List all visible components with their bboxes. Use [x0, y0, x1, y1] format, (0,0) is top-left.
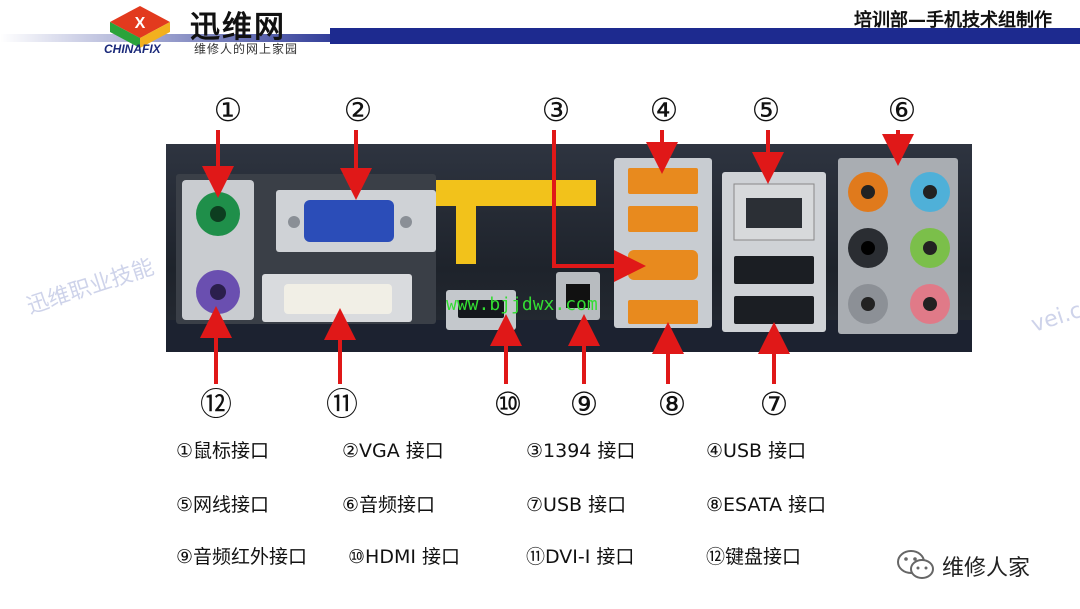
usb-port-top-1 [628, 168, 698, 194]
header: X CHINAFIX 迅维网 维修人的网上家园 培训部—手机技术组制作 [0, 0, 1080, 62]
legend-item-7: ⑦USB 接口 [526, 494, 627, 516]
dvi-port [284, 284, 392, 314]
callout-7: ⑦ [759, 385, 789, 423]
logo-title: 迅维网 [190, 10, 286, 45]
callout-1: ① [213, 91, 243, 129]
legend-item-2: ②VGA 接口 [342, 440, 444, 462]
usb-port-bottom-1 [734, 256, 814, 284]
arrow-3 [552, 130, 646, 282]
rear-io-panel-photo: www.bjjdwx.com [166, 144, 972, 352]
callout-9: ⑨ [569, 385, 599, 423]
legend-item-6: ⑥音频接口 [342, 494, 436, 516]
photo-url-watermark: www.bjjdwx.com [446, 294, 598, 315]
svg-text:X: X [135, 15, 146, 32]
callout-3: ③ [541, 91, 571, 129]
optical-port [566, 284, 590, 308]
callout-8: ⑧ [657, 385, 687, 423]
legend-item-8: ⑧ESATA 接口 [706, 494, 827, 516]
callout-11: ⑪ [325, 385, 358, 423]
callout-4: ④ [649, 91, 679, 129]
legend-item-9: ⑨音频红外接口 [176, 546, 308, 568]
callout-6: ⑥ [887, 91, 917, 129]
legend-item-12: ⑫键盘接口 [706, 546, 802, 568]
header-bar [0, 28, 1080, 46]
hdmi-port [458, 300, 504, 318]
usb-port-bottom-2 [734, 296, 814, 324]
callout-2: ② [343, 91, 373, 129]
page-title: 培训部—手机技术组制作 [854, 10, 1052, 31]
legend-item-4: ④USB 接口 [706, 440, 807, 462]
callout-5: ⑤ [751, 91, 781, 129]
legend-item-1: ①鼠标接口 [176, 440, 270, 462]
legend-item-10: ⑩HDMI 接口 [348, 546, 460, 568]
callout-10: ⑩ [493, 385, 523, 423]
logo-subtitle: 维修人的网上家园 [194, 42, 299, 56]
legend-item-11: ⑪DVI-I 接口 [526, 546, 635, 568]
chinafix-logo-icon: X [110, 6, 170, 48]
esata-port [628, 300, 698, 324]
callout-12: ⑫ [199, 385, 232, 423]
vga-port [304, 200, 394, 242]
usb-port-top-2 [628, 206, 698, 232]
wechat-icon [897, 550, 934, 579]
wechat-account-label: 维修人家 [942, 556, 1031, 581]
legend-item-5: ⑤网线接口 [176, 494, 270, 516]
legend-item-3: ③1394 接口 [526, 440, 636, 462]
logo-brand: CHINAFIX [104, 42, 161, 56]
